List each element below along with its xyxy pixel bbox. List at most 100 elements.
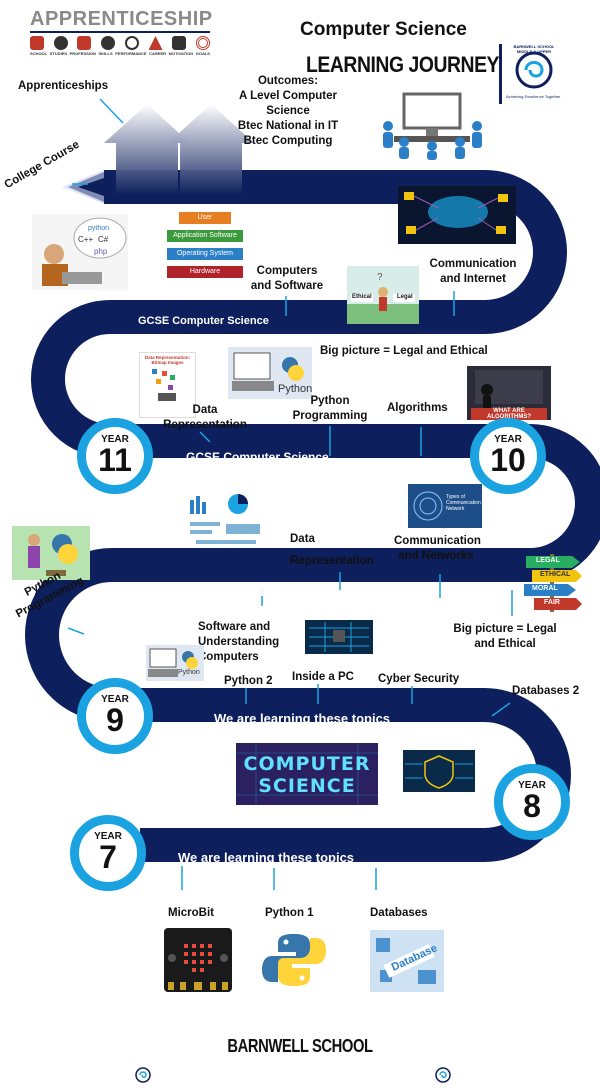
topic-data-representation-y11: Data Representation bbox=[163, 404, 247, 431]
stack-layer-application: Application Software bbox=[167, 230, 243, 242]
year-label: YEAR bbox=[518, 780, 546, 791]
caption: CAREER bbox=[149, 51, 167, 56]
year11-band-label-lower: GCSE Computer Science bbox=[186, 450, 329, 464]
infographic-charts-image bbox=[186, 490, 266, 550]
outcomes-block: Outcomes: A Level Computer Science Btec … bbox=[226, 74, 350, 149]
year11-band-label-upper: GCSE Computer Science bbox=[138, 315, 269, 327]
programming-student-image: python C++ C# php bbox=[32, 214, 128, 290]
caption: STUDIES bbox=[49, 51, 68, 56]
outcome-item: Btec Computing bbox=[243, 135, 333, 147]
python-laptop-image: Python bbox=[228, 347, 312, 399]
year-label: YEAR bbox=[101, 434, 129, 445]
python-screen-label-y9: Python bbox=[178, 669, 200, 676]
signpost-ethical: ETHICAL bbox=[540, 571, 571, 578]
data-rep-card-title: Data Representation: Bitmap Images bbox=[144, 355, 191, 365]
apprenticeship-icon-captions: SCHOOL STUDIES PROFESSION SKILLS PERFORM… bbox=[30, 51, 210, 56]
signpost-moral: MORAL bbox=[532, 585, 558, 592]
svg-text:python: python bbox=[88, 225, 109, 232]
school-logo-text: BARNWELL SCHOOL MIDDLE & UPPER bbox=[513, 44, 555, 54]
legal-ethical-image: ? Ethical Legal bbox=[347, 266, 419, 324]
topic-algorithms: Algorithms bbox=[387, 402, 448, 414]
signpost-image: LEGAL ETHICAL MORAL FAIR bbox=[520, 550, 584, 614]
year-7-badge: YEAR 7 bbox=[70, 815, 146, 891]
topic-python1: Python 1 bbox=[265, 907, 314, 919]
stack-layer-hardware: Hardware bbox=[167, 266, 243, 278]
cyber-fingerprint-image bbox=[403, 750, 475, 792]
stack-layer-os: Operating System bbox=[167, 248, 243, 260]
page-subtitle: LEARNING JOURNEY bbox=[306, 52, 500, 77]
year7-band-label: We are learning these topics bbox=[178, 850, 355, 865]
network-card-text: Types of Communication Network bbox=[446, 494, 481, 512]
python-logo-icon bbox=[260, 930, 328, 990]
year-number: 8 bbox=[523, 788, 541, 824]
circuit-board-image bbox=[305, 620, 373, 654]
page-title: Computer Science bbox=[300, 19, 467, 40]
goals-icon bbox=[195, 36, 210, 50]
svg-text:C#: C# bbox=[98, 235, 109, 244]
topic-software-computers: Software and Understanding Computers bbox=[198, 621, 280, 663]
year-9-badge: YEAR 9 bbox=[77, 678, 153, 754]
algorithms-image: WHAT ARE ALGORITHMS? bbox=[467, 366, 551, 420]
footer-crest-left-icon bbox=[134, 1066, 152, 1084]
algorithms-card-text: WHAT ARE ALGORITHMS? bbox=[471, 408, 547, 420]
topic-databases: Databases bbox=[370, 907, 428, 919]
topic-microbit: MicroBit bbox=[168, 907, 214, 919]
footer-crest-right-icon bbox=[434, 1066, 452, 1084]
caption: PROFESSION bbox=[69, 51, 96, 56]
caption: SCHOOL bbox=[30, 51, 48, 56]
year-11-badge: YEAR 11 bbox=[77, 418, 153, 494]
topic-databases2: Databases 2 bbox=[512, 685, 580, 697]
year9-band-label: We are learning these topics bbox=[214, 711, 391, 726]
year-10-badge: YEAR 10 bbox=[470, 418, 546, 494]
topic-inside-pc: Inside a PC bbox=[292, 671, 354, 683]
signpost-legal: LEGAL bbox=[536, 557, 560, 564]
data-representation-card: Data Representation: Bitmap Images bbox=[139, 352, 196, 418]
outcome-item: A Level Computer Science bbox=[239, 90, 337, 117]
outcome-item: Btec National in IT bbox=[237, 120, 339, 132]
year-8-badge: YEAR 8 bbox=[494, 764, 570, 840]
team-computer-image bbox=[374, 90, 490, 160]
python-screen-label: Python bbox=[278, 383, 312, 395]
studies-icon bbox=[53, 36, 68, 50]
topic-communication-networks: Communication and Networks bbox=[394, 535, 481, 562]
topic-computers-software: Computers and Software bbox=[250, 265, 324, 292]
ethical-sign: Ethical bbox=[352, 294, 372, 300]
year-label: YEAR bbox=[494, 434, 522, 445]
topic-data-representation-y10: Data Representation bbox=[290, 533, 374, 567]
legal-sign: Legal bbox=[397, 294, 413, 300]
database-image: Database bbox=[370, 930, 444, 992]
signpost-fair: FAIR bbox=[544, 599, 560, 606]
topic-big-picture-y11: Big picture = Legal and Ethical bbox=[320, 345, 488, 357]
year-number: 7 bbox=[99, 839, 117, 875]
performance-icon bbox=[124, 36, 139, 50]
year-number: 11 bbox=[98, 442, 132, 478]
software-stack-diagram: User Application Software Operating Syst… bbox=[167, 212, 243, 290]
svg-text:?: ? bbox=[377, 272, 383, 283]
python-laptop-small-image: Python bbox=[146, 645, 204, 681]
caption: GOALS bbox=[195, 51, 210, 56]
career-icon bbox=[148, 36, 163, 50]
caption: PERFORMANCE bbox=[115, 51, 147, 56]
outcomes-heading: Outcomes: bbox=[257, 75, 319, 87]
topic-communication-internet: Communication and Internet bbox=[429, 258, 517, 285]
year-label: YEAR bbox=[101, 694, 129, 705]
network-types-card: Types of Communication Network bbox=[408, 484, 482, 528]
school-icon bbox=[30, 36, 44, 50]
computer-science-sign-image: COMPUTER SCIENCE bbox=[236, 743, 378, 805]
year-number: 10 bbox=[490, 442, 526, 478]
microbit-image bbox=[164, 928, 232, 992]
school-logo-tagline: Achieving Excellence Together bbox=[506, 94, 561, 99]
svg-text:php: php bbox=[94, 247, 108, 256]
year10-band-label: We are learning these topics bbox=[122, 584, 299, 599]
sign-line-computer: COMPUTER bbox=[243, 753, 371, 775]
profession-icon bbox=[77, 36, 92, 50]
year-number: 9 bbox=[106, 702, 124, 738]
school-crest-icon bbox=[515, 51, 553, 89]
apprenticeship-logo-text: APPRENTICESHIP bbox=[30, 8, 212, 33]
apprenticeships-label: Apprenticeships bbox=[18, 80, 109, 92]
year-label: YEAR bbox=[94, 831, 122, 842]
sign-line-science: SCIENCE bbox=[258, 775, 356, 797]
footer-school-name: BARNWELL SCHOOL bbox=[227, 1036, 373, 1056]
topic-python-programming-y11: Python Programming bbox=[292, 395, 368, 422]
